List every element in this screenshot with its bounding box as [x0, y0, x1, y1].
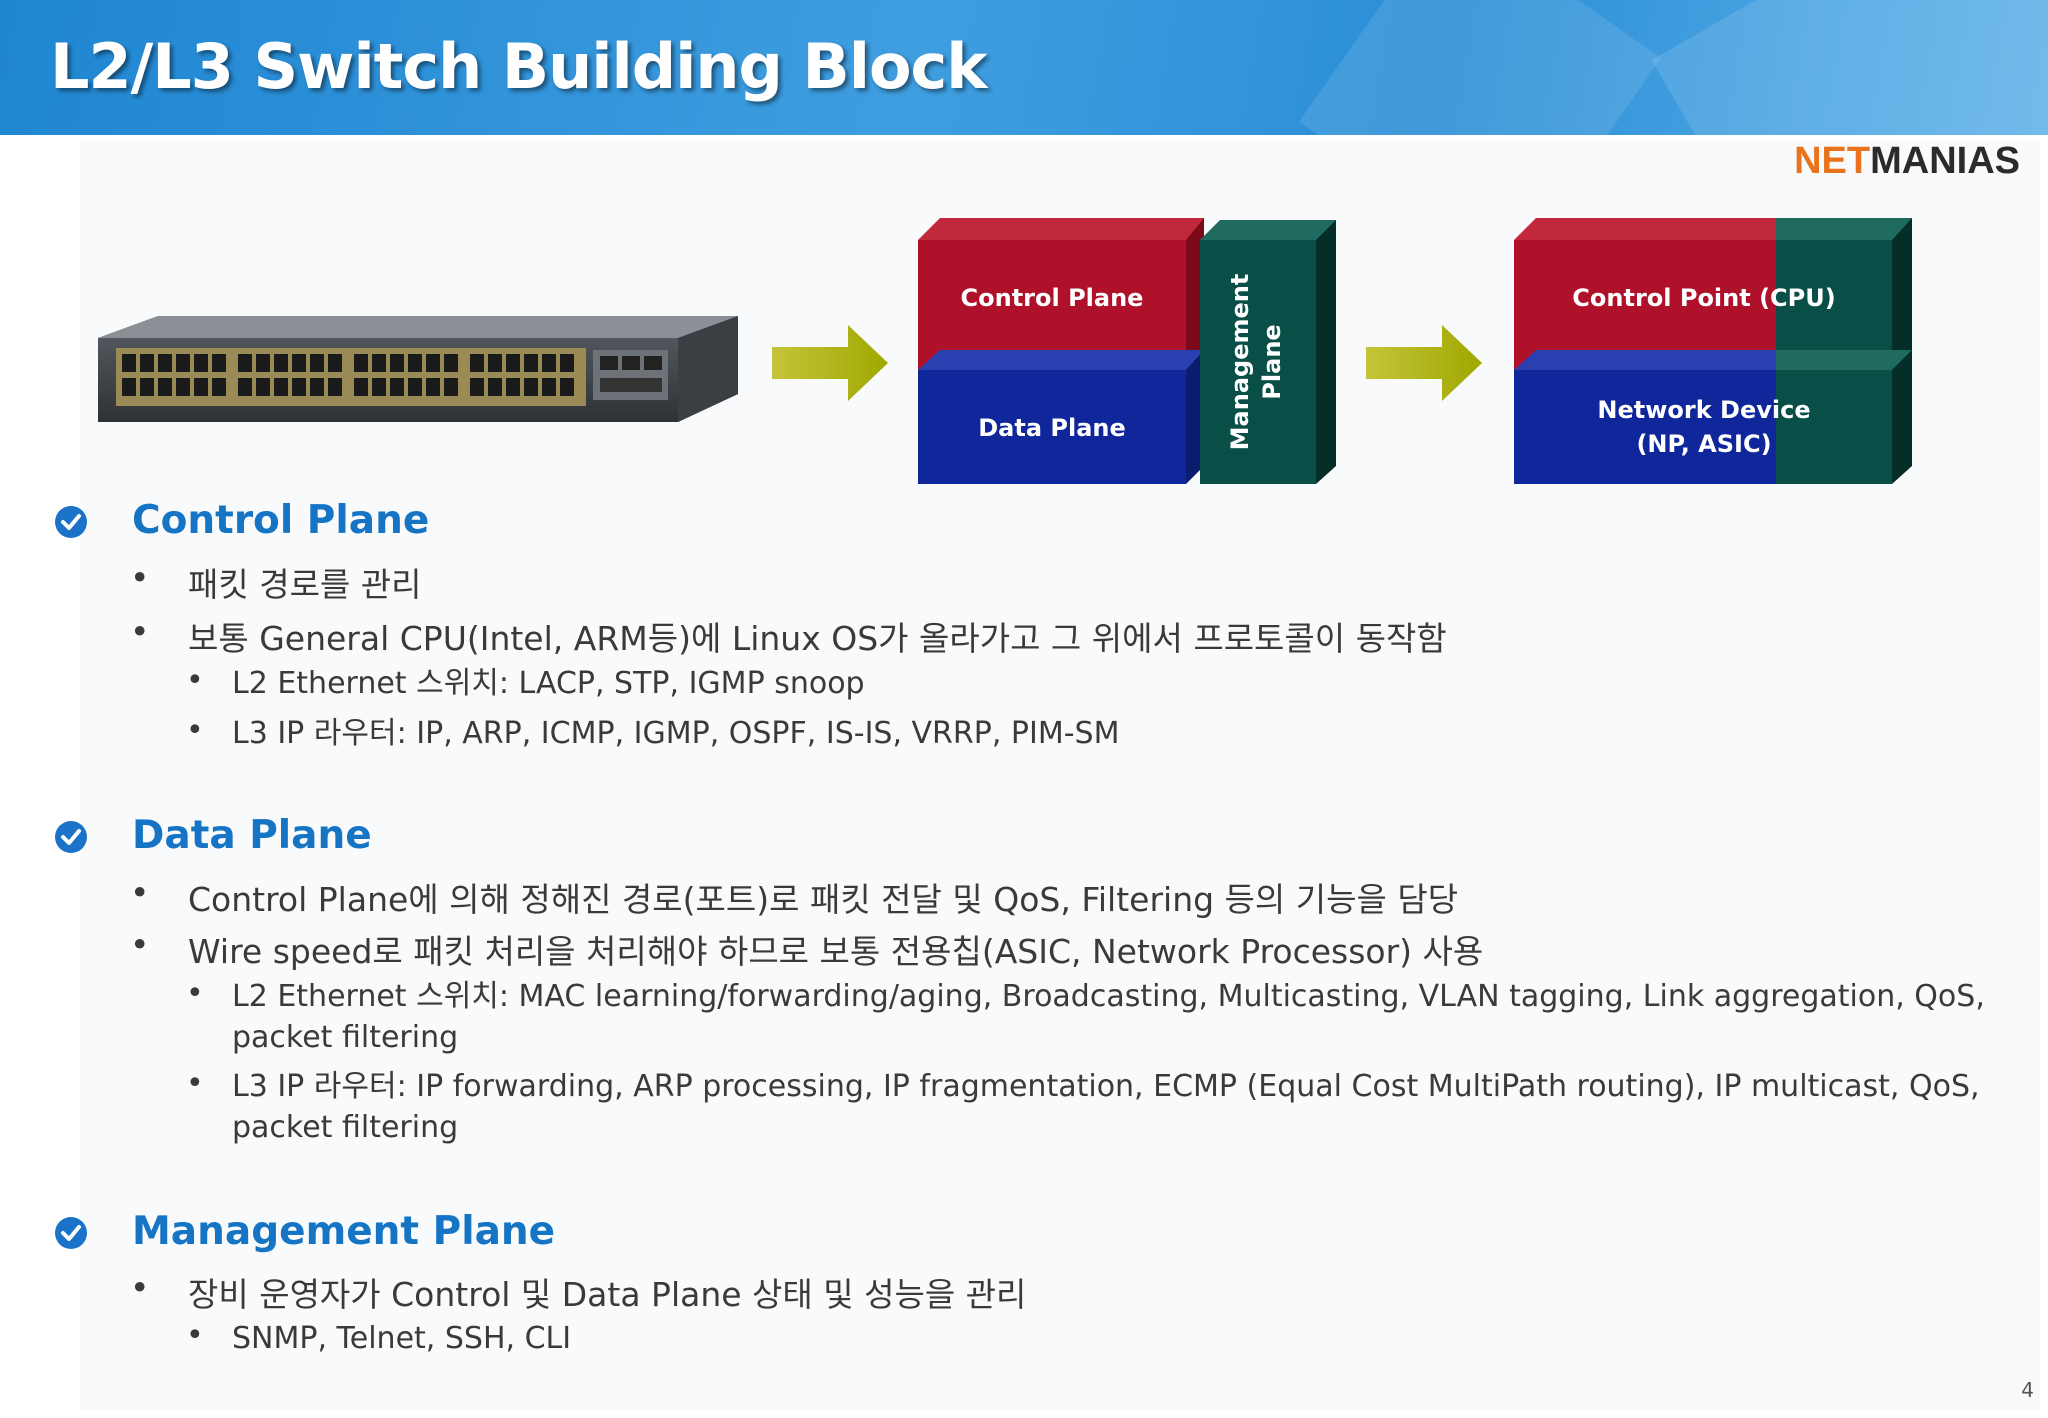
- bullet: •: [186, 713, 204, 748]
- switch-port: [444, 354, 458, 372]
- switch-port: [542, 378, 556, 396]
- page-number: 4: [2021, 1378, 2034, 1402]
- switch-port: [176, 354, 190, 372]
- switch-port: [408, 354, 422, 372]
- data-plane-label: Data Plane: [978, 414, 1126, 442]
- bullet: •: [130, 558, 150, 597]
- arrow-right-icon: [772, 325, 888, 401]
- switch-port: [444, 378, 458, 396]
- switch-port: [488, 354, 502, 372]
- switch-port: [524, 354, 538, 372]
- bullet: •: [186, 1318, 204, 1353]
- switch-port: [372, 354, 386, 372]
- implementation-diagram: Control Point (CPU) Network Device (NP, …: [1514, 218, 1912, 484]
- switch-port: [560, 354, 574, 372]
- switch-port: [310, 354, 324, 372]
- network-device-sublabel: (NP, ASIC): [1636, 430, 1771, 458]
- check-icon: [55, 1217, 87, 1249]
- switch-port: [194, 354, 208, 372]
- bullet: •: [130, 925, 150, 964]
- switch-port: [426, 354, 440, 372]
- management-plane-block: [1200, 220, 1336, 484]
- bullet: •: [186, 1066, 204, 1101]
- switch-port: [470, 378, 484, 396]
- switch-port: [158, 378, 172, 396]
- switch-port: [328, 378, 342, 396]
- switch-port: [238, 354, 252, 372]
- switch-port: [158, 354, 172, 372]
- switch-port: [328, 354, 342, 372]
- switch-port: [122, 354, 136, 372]
- logo-manias: MANIAS: [1870, 140, 2020, 182]
- title-bar: L2/L3 Switch Building Block: [0, 0, 2048, 135]
- switch-port: [506, 378, 520, 396]
- header-decoration: [1298, 0, 1662, 135]
- planes-diagram: Control Plane Data Plane Management Plan…: [918, 218, 1336, 484]
- switch-port: [470, 354, 484, 372]
- page-title: L2/L3 Switch Building Block: [50, 30, 988, 103]
- data-plane-block: [918, 350, 1204, 484]
- switch-port: [140, 378, 154, 396]
- switch-port: [310, 378, 324, 396]
- check-icon: [55, 506, 87, 538]
- bullet: •: [186, 976, 204, 1011]
- section-heading-data-plane: Data Plane: [132, 813, 372, 858]
- switch-port: [122, 378, 136, 396]
- switch-port: [274, 354, 288, 372]
- switch-port: [238, 378, 252, 396]
- netmanias-logo: NETMANIAS: [1794, 140, 2020, 183]
- bullet: •: [130, 873, 150, 912]
- management-label-line1: Management: [1226, 274, 1254, 451]
- switch-port: [560, 378, 574, 396]
- switch-port: [524, 378, 538, 396]
- switch-port: [506, 354, 520, 372]
- switch-port: [390, 378, 404, 396]
- switch-port: [354, 378, 368, 396]
- switch-device-image: [98, 316, 738, 422]
- switch-port: [354, 354, 368, 372]
- section-heading-control-plane: Control Plane: [132, 498, 430, 543]
- control-plane-label: Control Plane: [961, 284, 1144, 312]
- check-icon: [55, 821, 87, 853]
- header-decoration: [1651, 0, 2048, 135]
- switch-port: [292, 378, 306, 396]
- section-heading-management-plane: Management Plane: [132, 1209, 556, 1254]
- switch-port: [426, 378, 440, 396]
- arrow-right-icon: [1366, 325, 1482, 401]
- logo-net: NET: [1794, 140, 1871, 182]
- switch-port: [274, 378, 288, 396]
- management-label-line2: Plane: [1258, 324, 1286, 399]
- bullet: •: [130, 612, 150, 651]
- switch-port: [140, 354, 154, 372]
- switch-port: [176, 378, 190, 396]
- switch-port: [256, 354, 270, 372]
- switch-port: [292, 354, 306, 372]
- switch-port: [256, 378, 270, 396]
- switch-port: [194, 378, 208, 396]
- switch-port: [212, 354, 226, 372]
- network-device-label: Network Device: [1597, 396, 1810, 424]
- switch-port: [408, 378, 422, 396]
- control-point-label: Control Point (CPU): [1572, 284, 1835, 312]
- bullet: •: [130, 1268, 150, 1307]
- switch-port: [372, 378, 386, 396]
- switch-port: [390, 354, 404, 372]
- bullet: •: [186, 663, 204, 698]
- switch-port: [488, 378, 502, 396]
- switch-port: [212, 378, 226, 396]
- switch-port: [542, 354, 556, 372]
